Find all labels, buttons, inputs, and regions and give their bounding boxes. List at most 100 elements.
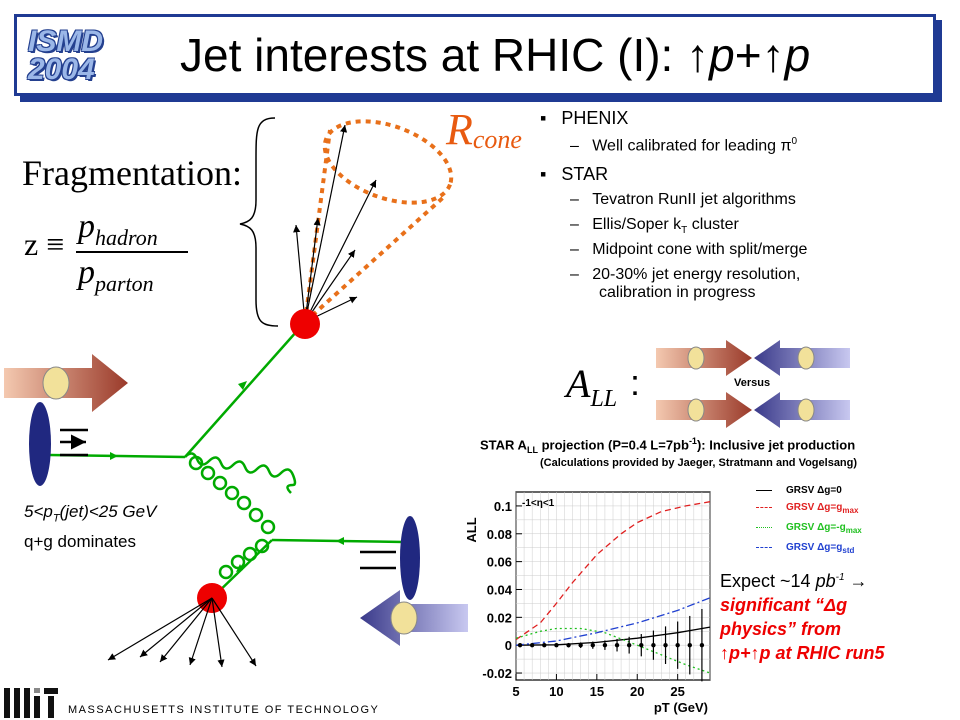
y-tick-label: 0.1 <box>494 499 512 514</box>
y-tick-label: 0.02 <box>487 610 512 625</box>
kin-line2: q+g dominates <box>24 532 136 552</box>
kin-line1: 5<pT(jet)<25 GeV <box>24 500 156 530</box>
sub-bullet: – Midpoint cone with split/merge <box>570 241 808 258</box>
sub-bullet: – 20-30% jet energy resolution, <box>570 266 801 283</box>
x-tick-label: 5 <box>512 684 519 699</box>
gluon-line <box>184 452 297 494</box>
sub-bullet-text: Well calibrated for leading π <box>592 137 792 155</box>
sub-bullet: – Ellis/Soper kT cluster <box>570 216 739 237</box>
data-point <box>663 642 668 648</box>
y-tick-label: -0.02 <box>482 666 512 681</box>
data-point <box>554 642 559 648</box>
series-line <box>515 597 711 646</box>
z-text: z <box>24 226 39 262</box>
versus-label: Versus <box>734 377 771 389</box>
sub-bullet: – Tevatron RunII jet algorithms <box>570 191 796 208</box>
expect-note: Expect ~14 pb-1 → significant “Δg physic… <box>720 566 956 665</box>
proton-spin-icon <box>390 601 418 635</box>
fragmentation-label: Fragmentation: <box>22 153 242 193</box>
title-text: Jet interests at RHIC (I): <box>180 29 687 81</box>
chart-title: STAR ALL projection (P=0.4 L=7pb-1): Inc… <box>480 436 855 455</box>
sup: 0 <box>791 136 798 147</box>
y-tick-label: 0.04 <box>487 582 513 597</box>
ct-sub: LL <box>526 444 538 455</box>
ct-a: STAR A <box>480 437 527 453</box>
proton-spin-icon <box>42 366 70 400</box>
square-bullet-icon: ▪ <box>540 164 547 184</box>
data-point <box>639 642 644 648</box>
quark-arrow-icon <box>110 452 118 460</box>
spin-config-icons <box>656 340 850 428</box>
rcone-sub: cone <box>472 125 522 155</box>
e3a: ↑p+ <box>720 643 751 663</box>
ct-sup: -1 <box>688 436 697 446</box>
series-line <box>515 501 711 641</box>
right-arrow-icon: → <box>849 571 868 591</box>
data-point <box>651 642 656 648</box>
proton-bunch <box>400 516 420 600</box>
e1b: pb <box>815 571 836 591</box>
cone-ellipse <box>322 119 454 205</box>
num-p: p <box>78 208 95 245</box>
fraction-numerator: phadron <box>78 208 158 251</box>
y-axis-label: ALL <box>464 517 479 542</box>
data-point <box>542 642 547 648</box>
rcone-r: R <box>446 105 473 154</box>
title-p1: p <box>709 29 735 81</box>
ismd-logo: ISMD 2004 <box>28 25 103 86</box>
title-box <box>14 14 936 96</box>
data-point <box>529 642 535 648</box>
legend-swatch <box>756 526 772 528</box>
expect-line1: Expect ~14 pb-1 → <box>720 566 956 593</box>
equiv-symbol: ≡ <box>46 226 65 262</box>
kin-a: 5<p <box>24 502 53 521</box>
brace <box>239 117 279 327</box>
den-p: p <box>78 254 95 291</box>
data-point <box>590 642 595 648</box>
title-p2: p <box>784 29 811 81</box>
fraction-denominator: pparton <box>78 254 154 297</box>
gluon-loops <box>188 455 276 580</box>
legend-entry: GRSV Δg=0 <box>756 482 862 499</box>
all-a: A <box>566 361 591 406</box>
sub-bullet-text: Tevatron RunII jet algorithms <box>592 191 796 208</box>
e1a: Expect ~14 <box>720 571 816 591</box>
legend-swatch <box>756 489 772 491</box>
den-sub: parton <box>95 270 154 296</box>
legend-swatch <box>756 546 772 548</box>
kin-sub: T <box>52 512 60 525</box>
data-point <box>687 642 692 648</box>
jet-vertex <box>290 309 320 339</box>
proton-bunch <box>29 402 51 486</box>
y-tick-label: 0.06 <box>487 555 512 570</box>
mit-name: MASSACHUSETTS INSTITUTE OF TECHNOLOGY <box>68 704 380 716</box>
jet-diagram <box>4 117 468 668</box>
legend-sub: max <box>845 526 862 535</box>
legend-entry: GRSV Δg=-gmax <box>756 519 862 539</box>
ct-b: projection (P=0.4 L=7pb <box>537 437 689 453</box>
y-tick-label: 0 <box>505 638 512 653</box>
z-symbol: z ≡ <box>24 226 64 263</box>
data-point <box>566 642 571 648</box>
legend-label: GRSV Δg=g <box>786 542 843 553</box>
series-line <box>515 627 711 674</box>
jet-tracks-upper <box>293 124 377 323</box>
bullet-phenix: ▪ PHENIX <box>540 108 628 129</box>
legend-entry: GRSV Δg=gstd <box>756 539 862 559</box>
spin-pair-top <box>656 340 850 376</box>
sub-bullet-text: 20-30% jet energy resolution, <box>592 266 801 283</box>
up-arrow-icon: ↑ <box>761 29 785 81</box>
data-point <box>626 642 632 648</box>
data-point <box>602 642 608 648</box>
x-tick-label: 25 <box>670 684 684 699</box>
eta-label: -1<η<1 <box>522 498 555 509</box>
expect-red2: physics” from <box>720 619 842 639</box>
title-plus: + <box>734 29 762 81</box>
legend-swatch <box>756 506 772 508</box>
all-sub: LL <box>590 386 618 412</box>
spin-pair-bottom <box>656 392 850 428</box>
kinematics-note: 5<pT(jet)<25 GeV q+g dominates <box>24 500 156 554</box>
bullet-label: PHENIX <box>561 108 629 128</box>
